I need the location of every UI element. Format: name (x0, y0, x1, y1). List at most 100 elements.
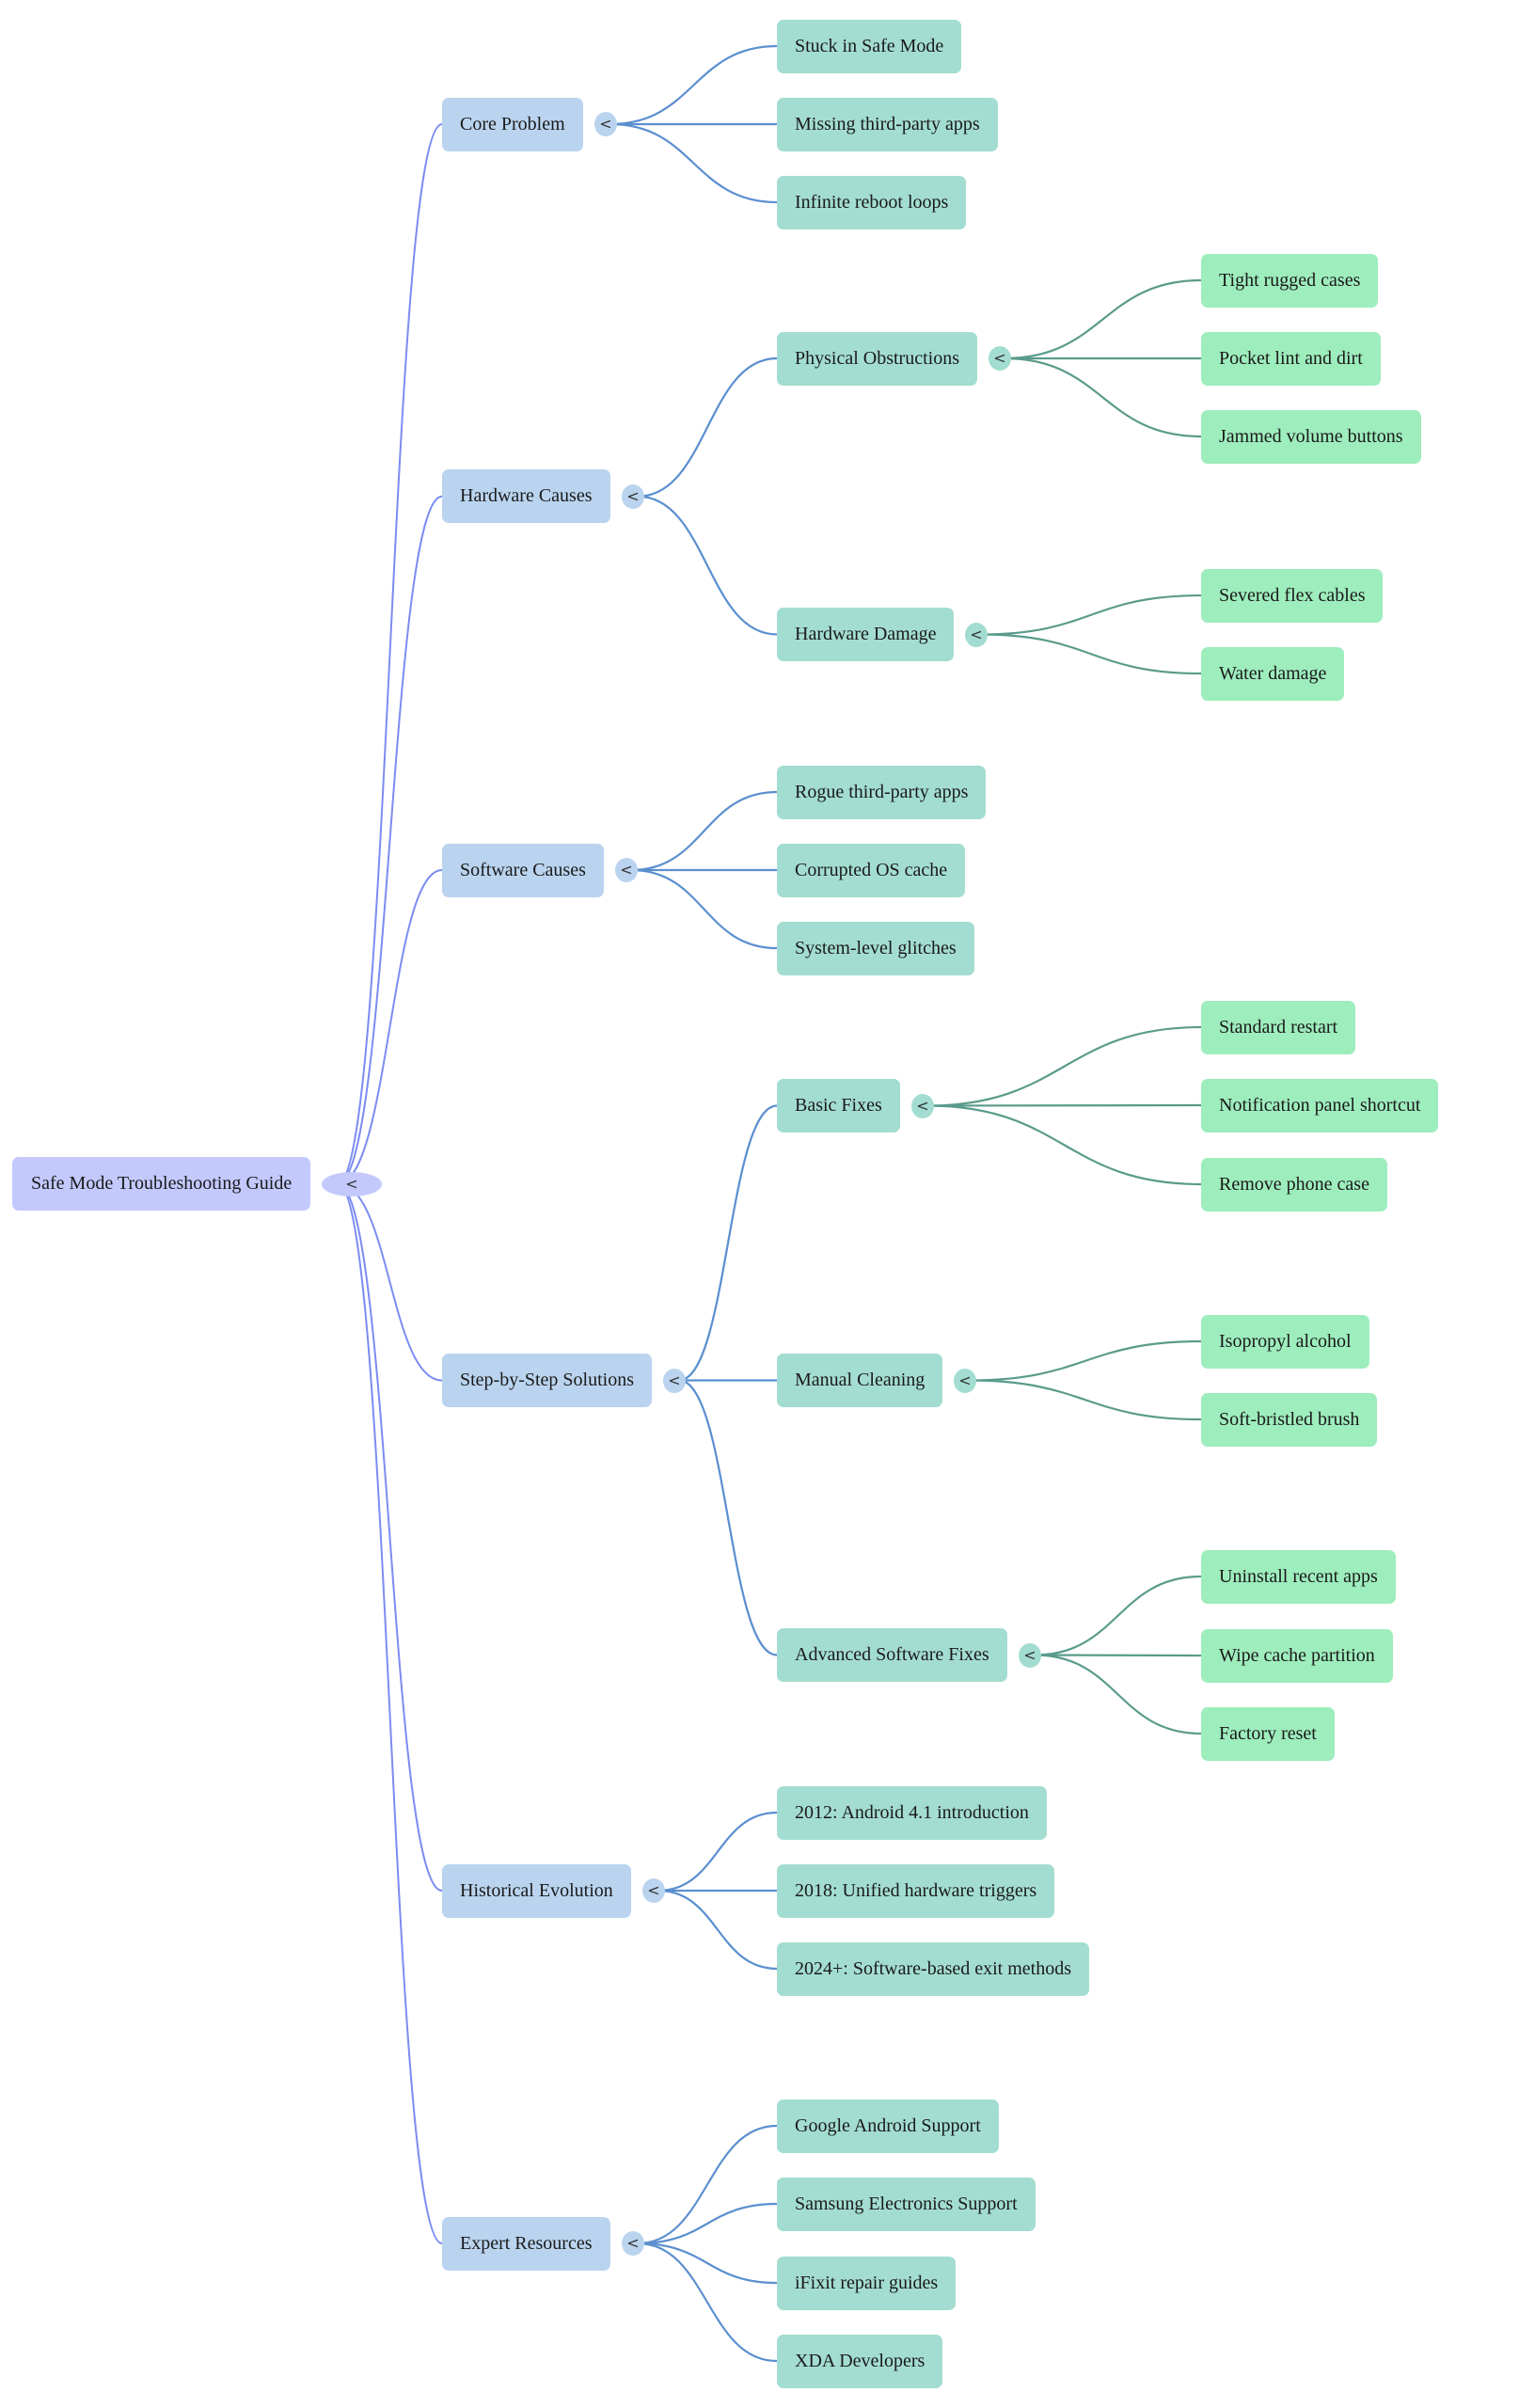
node-physical-obstructions[interactable]: Physical Obstructions (777, 331, 977, 386)
node-label: Safe Mode Troubleshooting Guide (31, 1173, 293, 1194)
node-manual-cleaning[interactable]: Manual Cleaning (777, 1354, 943, 1407)
collapse-toggle-icon[interactable]: < (965, 622, 988, 647)
edge-isopropyl-alcohol (969, 1339, 1202, 1382)
node-standard-restart[interactable]: Standard restart (1201, 1000, 1356, 1054)
node-label: Soft-bristled brush (1219, 1408, 1360, 1430)
node-2018-unified-hardware-triggers[interactable]: 2018: Unified hardware triggers (777, 1863, 1055, 1918)
node-basic-fixes[interactable]: Basic Fixes (777, 1079, 900, 1133)
collapse-toggle-icon[interactable]: < (911, 1093, 934, 1118)
collapse-toggle-icon[interactable]: < (615, 858, 638, 882)
node-label: Notification panel shortcut (1219, 1094, 1421, 1116)
node-label: Manual Cleaning (795, 1370, 926, 1390)
node-label: Expert Resources (460, 2232, 593, 2254)
node-label: Infinite reboot loops (795, 191, 949, 213)
edge-hardware-damage (637, 495, 778, 636)
node-rogue-third-party-apps[interactable]: Rogue third-party apps (777, 765, 987, 819)
edge-rogue-third-party-apps (630, 790, 778, 872)
collapse-toggle-icon[interactable]: < (663, 1368, 686, 1393)
collapse-toggle-icon[interactable]: < (989, 346, 1011, 371)
node-label: Samsung Electronics Support (795, 2193, 1018, 2214)
node-samsung-electronics-support[interactable]: Samsung Electronics Support (777, 2177, 1036, 2231)
node-google-android-support[interactable]: Google Android Support (777, 2099, 999, 2153)
node-label: Wipe cache partition (1219, 1644, 1375, 1666)
edge-historical-evolution (337, 1182, 443, 1892)
node-label: Physical Obstructions (795, 347, 959, 369)
edge-2012-android-4-1-introduction (657, 1811, 778, 1893)
collapse-toggle-icon[interactable]: < (622, 2231, 644, 2256)
node-label: Stuck in Safe Mode (795, 35, 944, 56)
edge-stuck-in-safe-mode (609, 44, 778, 126)
node-missing-third-party-apps[interactable]: Missing third-party apps (777, 97, 998, 151)
node-label: Pocket lint and dirt (1219, 347, 1363, 369)
edge-expert-resources (337, 1182, 443, 2244)
node-label: Factory reset (1219, 1722, 1317, 1744)
edge-uninstall-recent-apps (1034, 1575, 1202, 1656)
node-historical-evolution[interactable]: Historical Evolution (442, 1863, 631, 1918)
edge-standard-restart (926, 1025, 1202, 1107)
collapse-toggle-icon[interactable]: < (622, 483, 644, 509)
edge-notification-panel-shortcut (926, 1103, 1202, 1107)
node-2024-software-based-exit-methods[interactable]: 2024+: Software-based exit methods (777, 1941, 1089, 1996)
node-label: System-level glitches (795, 937, 957, 958)
node-remove-phone-case[interactable]: Remove phone case (1201, 1157, 1387, 1212)
node-hardware-causes[interactable]: Hardware Causes (442, 469, 610, 524)
edge-step-by-step-solutions (337, 1182, 443, 1382)
edge-jammed-volume-buttons (1004, 356, 1202, 438)
node-corrupted-os-cache[interactable]: Corrupted OS cache (777, 843, 966, 897)
node-label: Isopropyl alcohol (1219, 1330, 1352, 1352)
root-node[interactable]: Safe Mode Troubleshooting Guide (12, 1157, 311, 1211)
edge-2024-software-based-exit-methods (657, 1889, 778, 1971)
node-label: 2018: Unified hardware triggers (795, 1879, 1037, 1901)
edge-advanced-software-fixes (678, 1379, 778, 1656)
edge-water-damage (980, 633, 1202, 675)
edge-xda-developers (637, 2242, 778, 2363)
collapse-toggle-icon[interactable]: < (642, 1878, 665, 1903)
node-software-causes[interactable]: Software Causes (442, 843, 604, 897)
edge-soft-bristled-brush (969, 1379, 1202, 1421)
node-jammed-volume-buttons[interactable]: Jammed volume buttons (1201, 409, 1421, 464)
node-xda-developers[interactable]: XDA Developers (777, 2334, 943, 2388)
node-ifixit-repair-guides[interactable]: iFixit repair guides (777, 2256, 957, 2310)
collapse-toggle-icon[interactable]: < (1019, 1642, 1041, 1668)
node-factory-reset[interactable]: Factory reset (1201, 1706, 1335, 1761)
node-label: Jammed volume buttons (1219, 425, 1403, 447)
node-tight-rugged-cases[interactable]: Tight rugged cases (1201, 253, 1379, 308)
node-pocket-lint-and-dirt[interactable]: Pocket lint and dirt (1201, 331, 1381, 386)
node-uninstall-recent-apps[interactable]: Uninstall recent apps (1201, 1549, 1396, 1604)
node-label: Basic Fixes (795, 1095, 882, 1116)
node-step-by-step-solutions[interactable]: Step-by-Step Solutions (442, 1354, 653, 1407)
node-label: Google Android Support (795, 2115, 981, 2136)
node-system-level-glitches[interactable]: System-level glitches (777, 921, 974, 975)
node-label: Standard restart (1219, 1016, 1338, 1038)
node-soft-bristled-brush[interactable]: Soft-bristled brush (1201, 1392, 1378, 1447)
node-label: Severed flex cables (1219, 584, 1366, 606)
edge-google-android-support (637, 2124, 778, 2245)
node-wipe-cache-partition[interactable]: Wipe cache partition (1201, 1628, 1393, 1683)
edge-remove-phone-case (926, 1104, 1202, 1186)
node-label: Core Problem (460, 113, 565, 135)
collapse-toggle-icon[interactable]: < (322, 1171, 382, 1196)
node-hardware-damage[interactable]: Hardware Damage (777, 608, 955, 661)
node-notification-panel-shortcut[interactable]: Notification panel shortcut (1201, 1078, 1439, 1133)
node-expert-resources[interactable]: Expert Resources (442, 2216, 610, 2271)
collapse-toggle-icon[interactable]: < (594, 112, 617, 136)
node-isopropyl-alcohol[interactable]: Isopropyl alcohol (1201, 1314, 1369, 1369)
collapse-toggle-icon[interactable]: < (954, 1368, 976, 1393)
node-label: Water damage (1219, 662, 1327, 684)
node-label: Step-by-Step Solutions (460, 1370, 635, 1390)
edge-samsung-electronics-support (637, 2202, 778, 2245)
node-label: Missing third-party apps (795, 113, 980, 135)
node-label: Corrupted OS cache (795, 859, 948, 880)
node-core-problem[interactable]: Core Problem (442, 97, 583, 151)
edge-factory-reset (1034, 1654, 1202, 1735)
edge-ifixit-repair-guides (637, 2242, 778, 2285)
node-stuck-in-safe-mode[interactable]: Stuck in Safe Mode (777, 19, 962, 73)
node-infinite-reboot-loops[interactable]: Infinite reboot loops (777, 175, 967, 230)
node-label: Remove phone case (1219, 1173, 1369, 1195)
edge-core-problem (337, 123, 443, 1185)
node-2012-android-4-1-introduction[interactable]: 2012: Android 4.1 introduction (777, 1785, 1047, 1840)
node-water-damage[interactable]: Water damage (1201, 646, 1345, 701)
node-advanced-software-fixes[interactable]: Advanced Software Fixes (777, 1628, 1007, 1682)
node-severed-flex-cables[interactable]: Severed flex cables (1201, 568, 1384, 623)
